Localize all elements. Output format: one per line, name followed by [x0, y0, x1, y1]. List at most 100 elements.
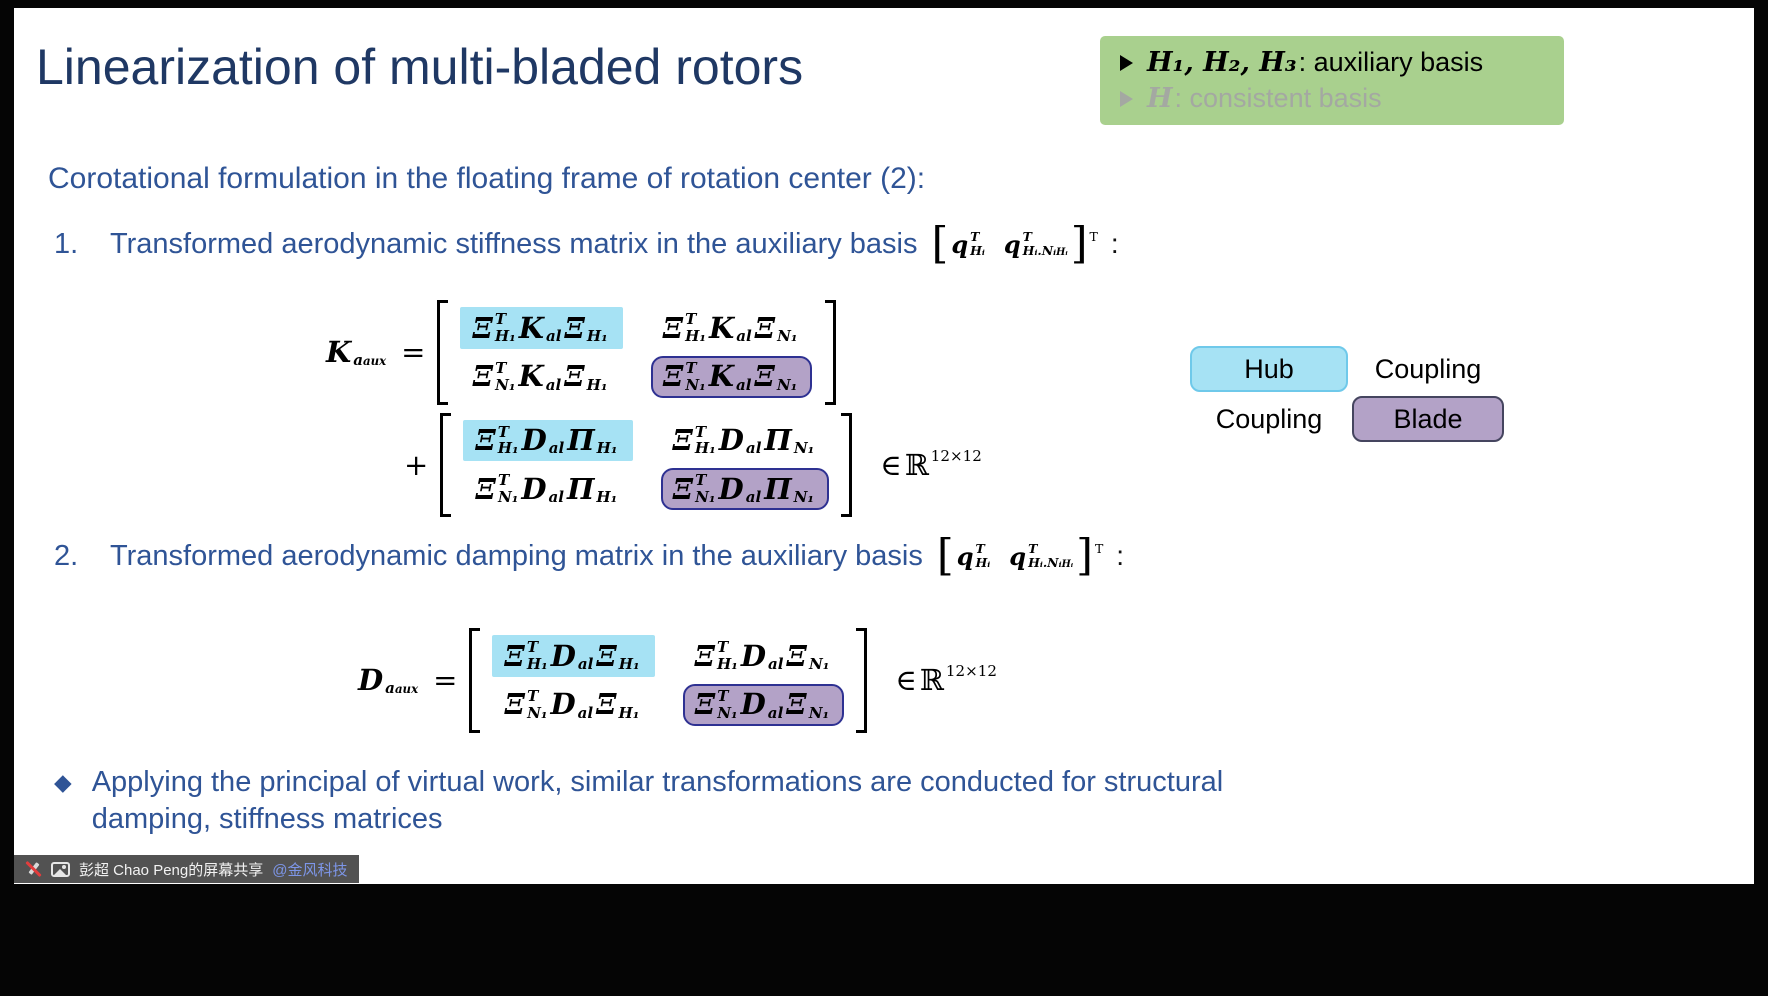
- colon: :: [1110, 228, 1119, 260]
- bullet-text: Applying the principal of virtual work, …: [91, 766, 1224, 836]
- math-token: Ξ H₁: [564, 310, 608, 345]
- colon: :: [1116, 540, 1125, 572]
- Ka-aux-symbol: K aaux: [326, 335, 389, 369]
- math-token: ]T: [1070, 219, 1098, 269]
- math-token: Ξ H₁: [596, 687, 640, 722]
- equals-sign: =: [401, 335, 426, 370]
- coupling-label-top: Coupling: [1374, 353, 1482, 384]
- blade-chip: Blade: [1352, 396, 1504, 442]
- math-token: [: [931, 219, 949, 269]
- math-token: K al: [518, 359, 562, 394]
- math-token: Ξ H₁: [596, 638, 640, 673]
- math-token: Π H₁: [567, 471, 618, 507]
- matrix-bracket-left: [469, 628, 481, 733]
- matrix-bracket-right: [824, 300, 836, 405]
- math-token: K al: [708, 359, 752, 394]
- math-token: D aaux: [358, 663, 419, 698]
- math-token: Π N₁: [764, 423, 815, 458]
- annotation-disabled-icon[interactable]: [24, 860, 42, 878]
- math-token: K al: [518, 310, 562, 345]
- basis-item-text: : auxiliary basis: [1298, 47, 1484, 77]
- basis-item-text: : consistent basis: [1174, 83, 1382, 113]
- item-number: 1.: [54, 227, 79, 260]
- basis-item-auxiliary: H₁, H₂, H₃ : auxiliary basis: [1120, 47, 1544, 78]
- math-token: ]T: [1076, 531, 1104, 581]
- Da-aux-symbol: D aaux: [358, 663, 421, 697]
- slide: Linearization of multi-bladed rotors H₁,…: [14, 8, 1754, 884]
- matrix-bracket-right: [856, 628, 868, 733]
- math-token: Ξ N₁: [786, 687, 830, 722]
- item-text: Transformed aerodynamic stiffness matrix…: [110, 227, 918, 260]
- math-token: ∈: [895, 663, 917, 698]
- coupling-label-left: Coupling: [1215, 403, 1323, 434]
- share-toolbar: 彭超 Chao Peng的屏幕共享 @金风科技: [14, 855, 360, 883]
- math-token: D al: [521, 471, 564, 507]
- math-token: [: [936, 531, 954, 581]
- item-text: Transformed aerodynamic damping matrix i…: [110, 539, 923, 572]
- screen-preview-icon[interactable]: [51, 861, 70, 877]
- share-text: 彭超 Chao Peng的屏幕共享: [79, 861, 264, 879]
- page-title: Linearization of multi-bladed rotors: [36, 39, 804, 95]
- basis-item-consistent: H : consistent basis: [1120, 83, 1544, 114]
- math-token: D al: [550, 687, 594, 722]
- basis-math-symbols: H: [1147, 83, 1173, 114]
- math-token: Ξ N₁: [754, 310, 798, 345]
- math-token: D al: [550, 638, 594, 673]
- matrix-legend: Hub Coupling Coupling Blade: [1190, 346, 1504, 442]
- plus-sign: +: [404, 447, 429, 482]
- hub-chip: Hub: [1190, 346, 1348, 392]
- equals-sign: =: [433, 663, 458, 698]
- arrow-bullet-icon: [1120, 90, 1133, 107]
- list-item-1: 1. Transformed aerodynamic stiffness mat…: [54, 219, 1119, 269]
- math-token: Ξ N₁: [754, 359, 798, 394]
- share-mention[interactable]: @金风科技: [272, 861, 348, 879]
